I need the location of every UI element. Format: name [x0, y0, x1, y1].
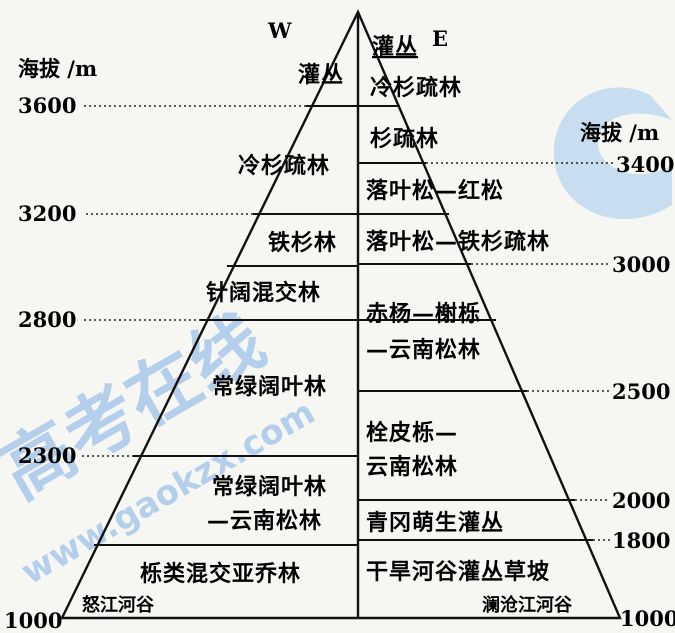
- left-tick-2300: 2300: [18, 443, 76, 468]
- left-tick-1000: 1000: [4, 608, 62, 633]
- east-zone-larch-pine: 落叶松—红松: [366, 178, 504, 204]
- east-zone-dry-valley-shrub: 干旱河谷灌丛草坡: [366, 559, 550, 585]
- right-tick-1800: 1800: [612, 528, 670, 553]
- east-zone-sparse-fir: 杉疏林: [370, 126, 439, 152]
- west-zone-mixed-forest: 针阔混交林: [206, 280, 321, 306]
- east-zone-cork-oak-1: 栓皮栎—: [366, 420, 458, 446]
- left-tick-3600: 3600: [18, 93, 76, 118]
- west-zone-shrub: 灌丛: [298, 62, 344, 88]
- left-tick-2800: 2800: [18, 307, 76, 332]
- west-zone-evergreen-broadleaf: 常绿阔叶林: [212, 374, 327, 400]
- west-zone-evergreen-broadleaf-pine-1: 常绿阔叶林: [212, 474, 327, 500]
- west-zone-evergreen-broadleaf-pine-2: —云南松林: [207, 509, 322, 534]
- west-zone-hemlock-forest: 铁杉林: [268, 230, 337, 256]
- east-zone-alder-oak-1: 赤杨—榭栎: [366, 301, 481, 327]
- right-tick-3000: 3000: [612, 252, 670, 277]
- left-axis-title: 海拔 /m: [18, 56, 97, 81]
- west-zone-oak-mixed-subtree: 栎类混交亚乔林: [140, 561, 301, 587]
- east-zone-alder-oak-2: —云南松林: [366, 338, 481, 363]
- right-axis-title: 海拔 /m: [580, 120, 659, 145]
- west-valley-label: 怒江河谷: [82, 594, 155, 616]
- pyramid-outline: [60, 9, 622, 620]
- east-zone-fir-open-forest: 冷杉疏林: [370, 75, 462, 101]
- east-zone-cork-oak-2: 云南松林: [366, 455, 458, 480]
- east-valley-label: 澜沧江河谷: [482, 594, 573, 616]
- right-tick-2000: 2000: [612, 488, 670, 513]
- watermark-logo-icon: [553, 87, 672, 220]
- direction-east: E: [432, 26, 448, 51]
- direction-west: W: [267, 18, 292, 43]
- west-zone-fir-open-forest: 冷杉疏林: [238, 153, 330, 179]
- east-zone-oak-shrub: 青冈萌生灌丛: [366, 510, 504, 536]
- right-tick-3400: 3400: [616, 152, 674, 177]
- right-tick-1000: 1000: [620, 606, 675, 631]
- left-tick-3200: 3200: [18, 201, 76, 226]
- east-zone-shrub: 灌丛: [372, 34, 418, 60]
- right-tick-2500: 2500: [612, 379, 670, 404]
- east-zone-larch-hemlock: 落叶松—铁杉疏林: [366, 229, 550, 255]
